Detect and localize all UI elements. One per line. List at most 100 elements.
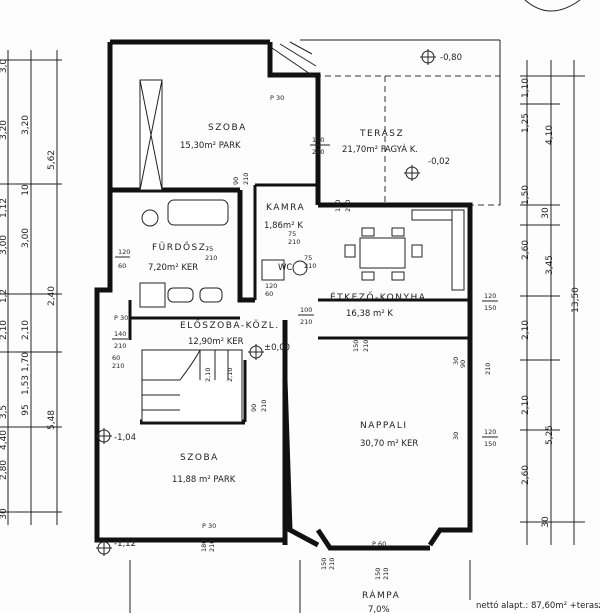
right-dim-13-50: 13,50 bbox=[571, 287, 581, 313]
left-dim-2-40: 2,40 bbox=[47, 286, 57, 306]
left-dim-3-00: 3,00 bbox=[21, 228, 31, 248]
left-dim-d: 3,00 bbox=[0, 235, 9, 255]
left-dim-b: 3,20 bbox=[0, 120, 9, 140]
room-name: RÁMPA bbox=[362, 589, 400, 601]
room-name: FÜRDŐSZ. bbox=[152, 242, 211, 253]
kamra-width: 75 bbox=[304, 254, 312, 262]
stair-left-dim: 2,10 bbox=[204, 368, 212, 382]
svg-text:210: 210 bbox=[328, 558, 336, 570]
stair-right-dim: 2,10 bbox=[226, 368, 234, 382]
svg-text:210: 210 bbox=[242, 173, 250, 185]
left-dimensions-middle: 5,62 2,40 1,70 bbox=[21, 150, 57, 372]
left-dim-i: 4,40 bbox=[0, 430, 9, 450]
terrace-outline bbox=[300, 39, 501, 206]
level-marker-top: -0,80 bbox=[420, 49, 462, 65]
kamra-height: 210 bbox=[304, 262, 316, 270]
room-name: WC bbox=[278, 263, 292, 273]
left-dim-c: 1,12 bbox=[0, 198, 9, 218]
level-marker-bottom-left: -1,12 bbox=[96, 539, 136, 556]
svg-text:100: 100 bbox=[300, 306, 312, 314]
exterior-walls bbox=[94, 39, 473, 551]
svg-text:210: 210 bbox=[114, 342, 126, 350]
svg-text:120: 120 bbox=[484, 428, 496, 436]
door-marks: P 30 P 60 P 30 bbox=[114, 314, 386, 548]
right-dimension-lines bbox=[520, 60, 585, 545]
left-dimension-lines bbox=[0, 50, 62, 525]
svg-text:30: 30 bbox=[452, 432, 460, 440]
svg-text:90: 90 bbox=[459, 360, 467, 368]
level-marker-entry: ±0,00 bbox=[248, 343, 290, 360]
svg-text:240: 240 bbox=[344, 200, 352, 212]
svg-text:-0,80: -0,80 bbox=[440, 53, 462, 63]
svg-text:140: 140 bbox=[114, 330, 126, 338]
left-dim-j: 30 bbox=[0, 508, 9, 520]
door-mark-p4: P 30 bbox=[114, 314, 128, 322]
svg-text:120: 120 bbox=[334, 200, 342, 212]
misc-wall-labels: 75 210 2,10 2,10 30 30 150 210 180 210 1… bbox=[200, 254, 460, 580]
right-dim-5-25: 5,25 bbox=[545, 425, 555, 445]
svg-text:210: 210 bbox=[382, 568, 390, 580]
svg-text:150: 150 bbox=[374, 568, 382, 580]
room-area: 1,86m² K bbox=[264, 221, 303, 231]
svg-text:210: 210 bbox=[260, 400, 268, 412]
svg-text:60: 60 bbox=[265, 290, 273, 298]
room-area: 11,88 m² PARK bbox=[172, 475, 236, 485]
right-dim-1-25: 1,25 bbox=[521, 113, 531, 133]
svg-text:-1,12: -1,12 bbox=[114, 539, 136, 549]
right-dim-30b: 30 bbox=[541, 516, 551, 528]
svg-text:120: 120 bbox=[265, 282, 277, 290]
stair-left-flight bbox=[139, 79, 163, 191]
svg-text:240: 240 bbox=[312, 148, 324, 156]
svg-text:210: 210 bbox=[362, 340, 370, 352]
svg-text:30: 30 bbox=[452, 357, 460, 365]
stair-middle bbox=[141, 349, 243, 423]
svg-text:60: 60 bbox=[112, 354, 120, 362]
door-mark-p3: P 60 bbox=[372, 540, 386, 548]
left-dim-g: 3,5 bbox=[0, 405, 9, 419]
svg-text:120: 120 bbox=[484, 292, 496, 300]
svg-text:210: 210 bbox=[484, 363, 492, 375]
svg-text:±0,00: ±0,00 bbox=[264, 343, 290, 353]
room-area: 16,38 m² K bbox=[346, 309, 393, 319]
svg-text:75: 75 bbox=[288, 230, 296, 238]
right-dim-2-60a: 2,60 bbox=[521, 240, 531, 260]
door-mark-p2: P 30 bbox=[202, 522, 216, 530]
room-nappali: NAPPALI 30,70 m² KER bbox=[360, 421, 418, 449]
opening-o12: 90 210 bbox=[459, 360, 492, 375]
right-dim-30a: 30 bbox=[541, 207, 551, 219]
room-szoba-bottom: SZOBA 11,88 m² PARK bbox=[172, 453, 236, 485]
bathroom-fixtures bbox=[139, 199, 229, 308]
room-eloszoba: ELŐSZOBA-KÖZL. 12,90m² KER bbox=[180, 320, 280, 347]
room-name: ELŐSZOBA-KÖZL. bbox=[180, 320, 280, 331]
right-dimensions-col2: 4,10 3,45 5,25 bbox=[545, 125, 555, 445]
room-area: 12,90m² KER bbox=[188, 337, 244, 347]
room-name: SZOBA bbox=[180, 453, 219, 463]
right-dim-2-10a: 2,10 bbox=[521, 320, 531, 340]
left-dim-e: 2,10 bbox=[0, 320, 9, 340]
svg-text:120: 120 bbox=[312, 136, 324, 144]
room-name: ÉTKEZŐ-KONYHA bbox=[330, 291, 426, 303]
room-area: 7,20m² KER bbox=[148, 263, 198, 273]
room-area: 21,70m² FAGYÁ K. bbox=[342, 143, 418, 155]
left-dimensions-inner: 3,0 3,20 1,12 3,00 2,10 1,2 3,5 2,80 4,4… bbox=[0, 59, 31, 520]
svg-text:120: 120 bbox=[118, 248, 130, 256]
level-marker-terasz bbox=[404, 165, 420, 181]
svg-text:60: 60 bbox=[118, 262, 126, 270]
north-arrow-mark bbox=[524, 0, 581, 12]
right-dim-2-10b: 2,10 bbox=[521, 395, 531, 415]
left-dim-m: 10 bbox=[21, 184, 31, 196]
svg-text:210: 210 bbox=[208, 540, 216, 552]
left-dim-f: 1,2 bbox=[0, 289, 9, 303]
